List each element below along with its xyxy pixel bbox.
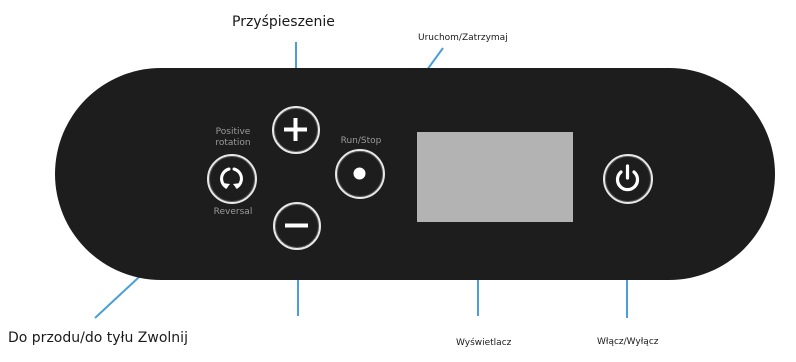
rotation-arrows-icon xyxy=(220,167,243,189)
power-icon xyxy=(615,164,640,192)
callout-power: Włącz/Wyłącz xyxy=(597,337,659,347)
control-panel-body xyxy=(55,68,775,280)
callout-display: Wyświetlacz xyxy=(456,338,512,348)
rotation-button[interactable] xyxy=(207,154,257,204)
reversal-label: Reversal xyxy=(213,207,253,217)
plus-icon xyxy=(284,118,307,141)
callout-start-stop: Uruchom/Zatrzymaj xyxy=(418,33,508,43)
callout-direction-slow: Do przodu/do tyłu Zwolnij xyxy=(8,330,188,346)
callout-accelerate: Przyśpieszenie xyxy=(232,14,335,30)
minus-icon xyxy=(285,223,308,228)
run-stop-button[interactable] xyxy=(335,149,385,199)
power-button[interactable] xyxy=(603,154,653,204)
display-screen xyxy=(417,132,573,222)
run-stop-label: Run/Stop xyxy=(340,136,382,146)
positive-rotation-label: Positive rotation xyxy=(215,127,251,148)
plus-button[interactable] xyxy=(272,106,320,154)
dot-icon xyxy=(353,167,366,180)
minus-button[interactable] xyxy=(273,202,321,250)
